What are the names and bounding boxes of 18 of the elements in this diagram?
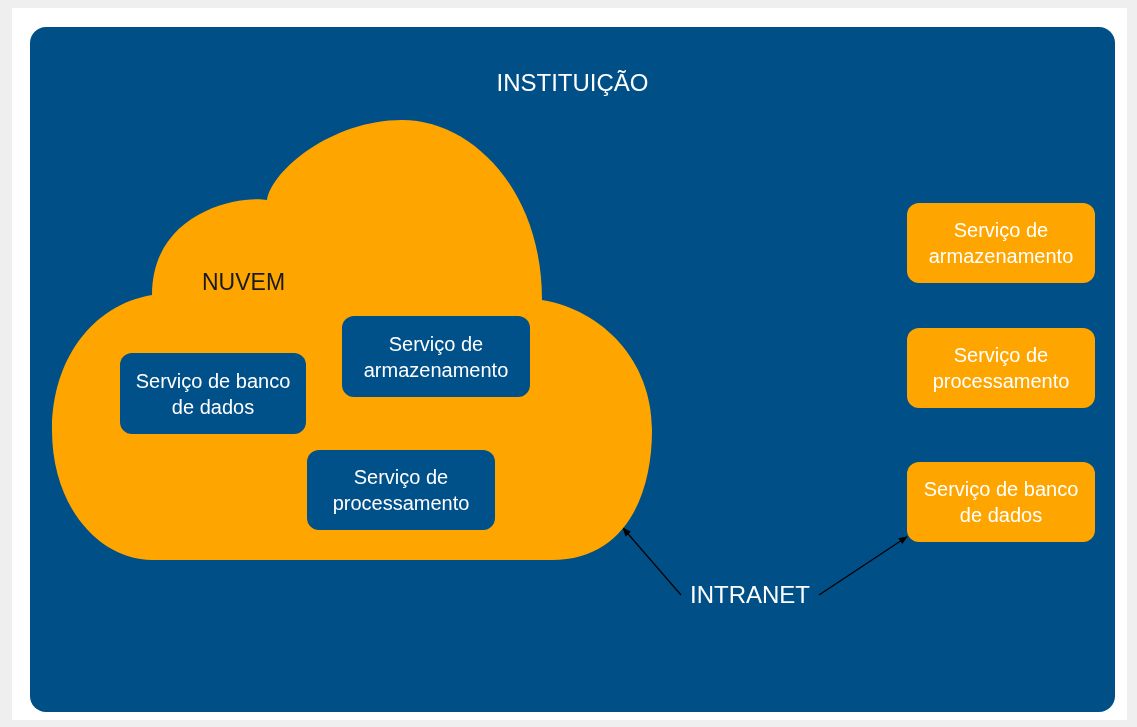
cloud-label: NUVEM <box>202 269 286 295</box>
service-label: Serviço de banco de dados <box>922 477 1080 528</box>
service-box <box>907 203 1095 283</box>
panel-title: INSTITUIÇÃO <box>496 68 649 98</box>
service-box <box>342 316 530 397</box>
network-label: INTRANET <box>690 580 810 610</box>
service-label: Serviço de processamento <box>331 465 471 516</box>
arrow <box>622 527 682 596</box>
service-box <box>120 353 306 434</box>
service-label: Serviço de banco de dados <box>134 368 292 420</box>
service-box <box>907 328 1095 408</box>
service-label: Serviço de armazenamento <box>927 218 1075 269</box>
arrow <box>818 536 908 596</box>
institution-panel <box>30 27 1115 712</box>
service-label: Serviço de processamento <box>931 343 1071 394</box>
service-box <box>307 450 495 530</box>
service-label: Serviço de armazenamento <box>362 331 510 383</box>
service-box <box>907 462 1095 542</box>
